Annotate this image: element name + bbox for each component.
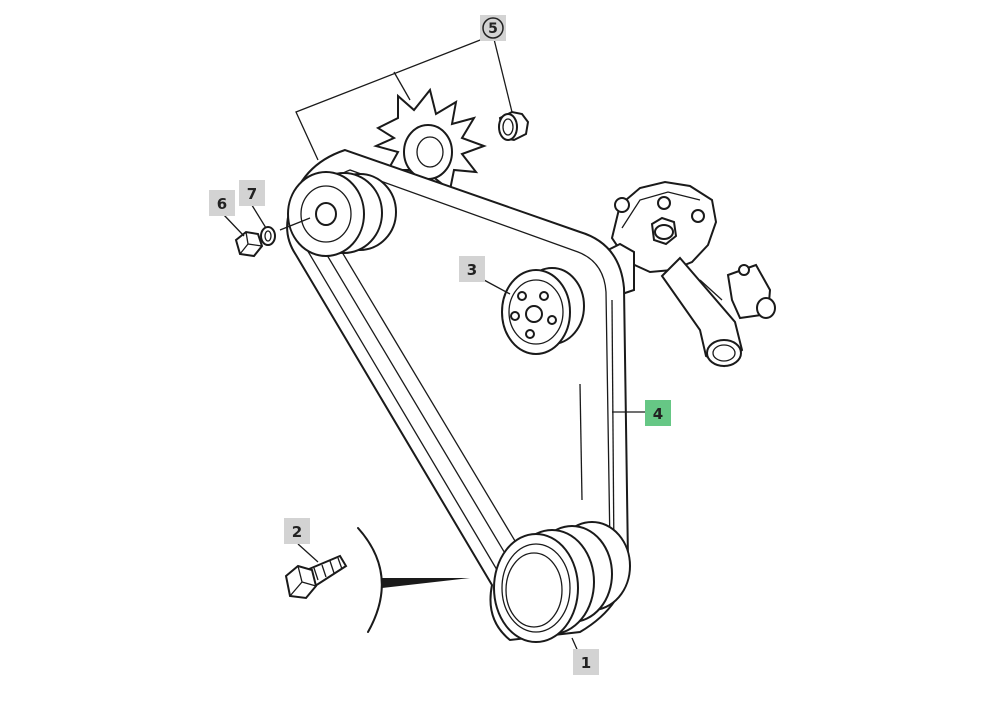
callout-6-label: 6 [217,195,227,213]
callout-3: 3 [459,256,485,282]
leader-lines [222,34,646,657]
callout-7: 7 [239,180,265,206]
callout-2-label: 2 [292,523,302,541]
water-pump [596,180,776,368]
callout-4-label: 4 [653,405,663,423]
callout-1: 1 [573,649,599,675]
view-arrow [357,527,470,633]
callout-6: 6 [209,190,235,216]
callout-1-label: 1 [581,654,591,672]
bolt [284,554,348,600]
bushing [498,110,530,142]
callout-2: 2 [284,518,310,544]
callout-5-label: 5 [488,21,498,37]
nut [234,230,264,258]
callout-3-label: 3 [467,261,477,279]
callout-7-label: 7 [247,185,257,203]
fan-pulley [501,267,585,355]
alternator-pulley [287,171,397,257]
washer [260,226,276,246]
callout-4: 4 [645,400,671,426]
crankshaft-pulley [493,521,631,643]
callout-5: 5 [480,15,506,41]
